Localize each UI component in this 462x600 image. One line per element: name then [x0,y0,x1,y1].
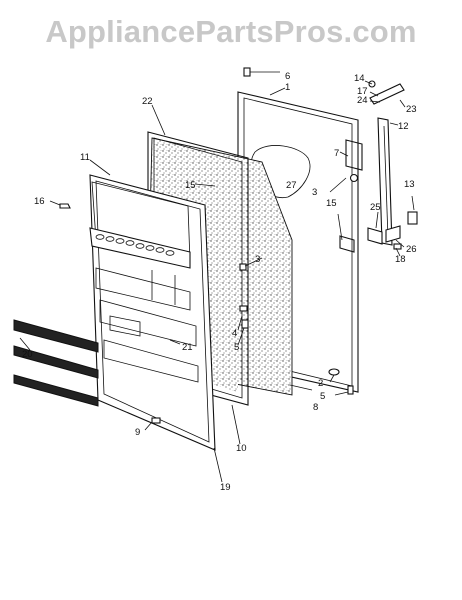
callout-10: 10 [236,443,247,454]
callout-23: 23 [406,104,417,115]
callout-15b: 15 [326,198,337,209]
callout-5b: 5 [320,391,325,402]
callout-27: 27 [286,180,297,191]
callout-4: 4 [232,328,237,339]
shelf-bars [13,319,99,407]
washer-2 [328,368,340,376]
callout-16: 16 [34,196,45,207]
hinge-hardware [339,83,418,253]
screw-9 [151,417,161,424]
screw-3-4-5 [239,263,249,329]
callout-6: 6 [285,71,290,82]
leader-lines [19,80,415,483]
callout-8: 8 [313,402,318,413]
callout-2: 2 [318,378,323,389]
callout-9: 9 [135,427,140,438]
egg-tray [95,234,175,256]
liner-shelves [89,181,199,383]
callout-14: 14 [354,73,365,84]
screw-5 [347,385,354,395]
callout-25: 25 [370,202,381,213]
callout-19: 19 [220,482,231,493]
screws [59,67,402,424]
callout-17: 17 [357,86,368,97]
screw-6 [243,67,280,77]
callout-12: 12 [398,121,409,132]
callout-3a: 3 [312,187,317,198]
callout-24: 24 [357,95,368,106]
callout-21: 21 [182,342,193,353]
callout-13: 13 [404,179,415,190]
callout-15a: 15 [185,180,196,191]
callout-22: 22 [142,96,153,107]
screw-18 [393,243,402,250]
screw-16 [59,203,71,209]
watermark-text: AppliancePartsPros.com [45,14,417,49]
callout-1: 1 [285,82,290,93]
callout-11: 11 [80,152,90,163]
callout-18: 18 [395,254,406,265]
callout-20: 20 [22,349,33,360]
callout-7: 7 [334,148,339,159]
callout-3b: 3 [255,254,260,265]
callout-labels: 1 2 3 3 4 5 5 6 7 8 9 10 11 12 13 14 15 … [22,71,417,493]
door-liner [89,174,216,451]
callout-5a: 5 [234,342,239,353]
callout-26: 26 [406,244,417,255]
